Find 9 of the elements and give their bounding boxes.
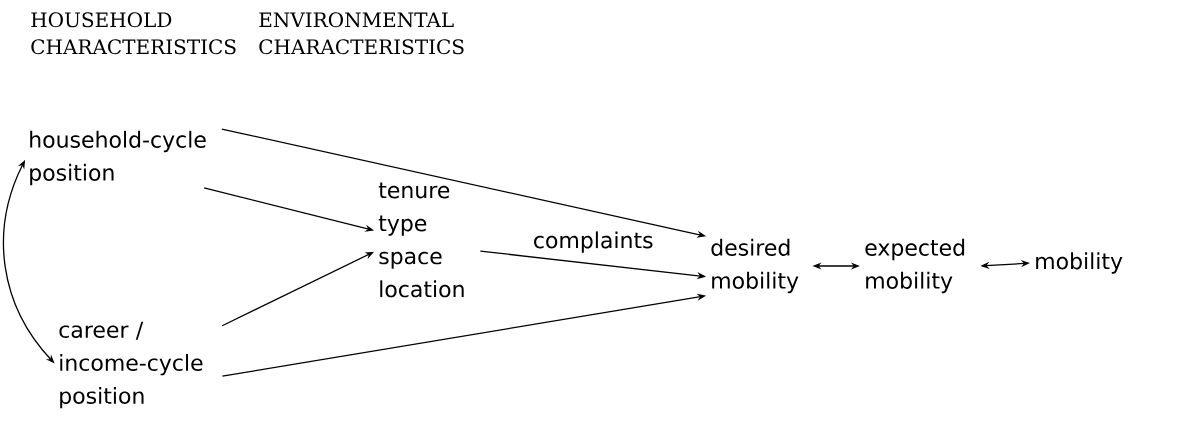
node-text: career / income-cycle position — [59, 321, 203, 409]
column-heading: HOUSEHOLD CHARACTERISTICS — [31, 12, 236, 55]
node-text: mobility — [1036, 252, 1123, 274]
node-text: desired mobility — [711, 238, 799, 294]
edge-label: complaints — [531, 230, 655, 254]
column-heading: ENVIRONMENTAL CHARACTERISTICS — [259, 12, 464, 55]
node-text: expected mobility — [865, 238, 965, 294]
node-text: household-cycle position — [30, 130, 206, 186]
node-text: tenure type space location — [378, 182, 464, 298]
